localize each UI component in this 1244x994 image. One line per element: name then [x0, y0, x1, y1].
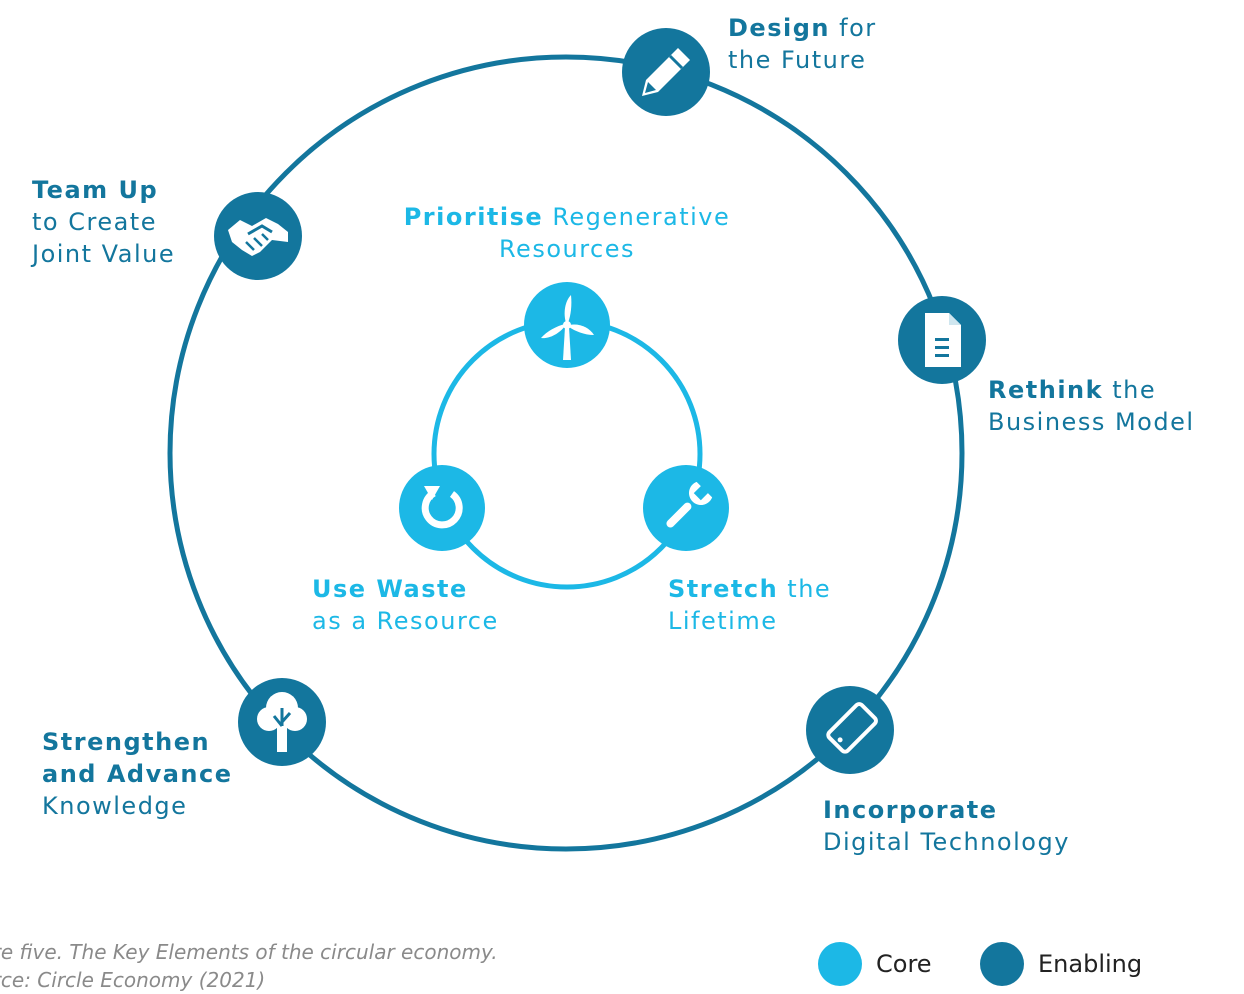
handshake-icon	[228, 218, 288, 256]
legend-enabling-label: Enabling	[1038, 950, 1143, 978]
node-prioritise	[524, 282, 610, 368]
node-use-waste	[399, 465, 485, 551]
tree-icon	[257, 692, 307, 752]
legend-enabling-swatch	[980, 942, 1024, 986]
node-team-up	[214, 192, 302, 280]
wind-turbine-icon	[541, 295, 594, 360]
label-incorporate: Incorporate Digital Technology	[823, 796, 1070, 856]
node-design	[622, 28, 710, 116]
legend-core-swatch	[818, 942, 862, 986]
label-design: Design for the Future	[728, 14, 877, 74]
wrench-icon	[666, 481, 713, 528]
recycle-loop-icon	[421, 486, 463, 529]
label-use-waste: Use Waste as a Resource	[312, 575, 499, 635]
outer-ring	[167, 54, 965, 852]
label-prioritise: Prioritise Regenerative Resources	[403, 203, 731, 263]
legend-enabling: Enabling	[980, 942, 1142, 986]
label-rethink: Rethink the Business Model	[988, 376, 1195, 436]
pencil-icon	[642, 48, 690, 96]
document-icon	[925, 313, 961, 367]
label-team-up: Team Up to Create Joint Value	[32, 176, 176, 268]
legend-core: Core	[818, 942, 932, 986]
figure-caption: ure five. The Key Elements of the circul…	[0, 940, 498, 992]
node-incorporate	[806, 686, 894, 774]
label-stretch: Stretch the Lifetime	[668, 575, 832, 635]
node-strengthen	[238, 678, 326, 766]
node-stretch	[643, 465, 729, 551]
label-strengthen: Strengthen and Advance Knowledge	[42, 728, 233, 820]
tablet-icon	[826, 702, 878, 754]
legend-core-label: Core	[876, 950, 932, 978]
node-rethink	[898, 296, 986, 384]
